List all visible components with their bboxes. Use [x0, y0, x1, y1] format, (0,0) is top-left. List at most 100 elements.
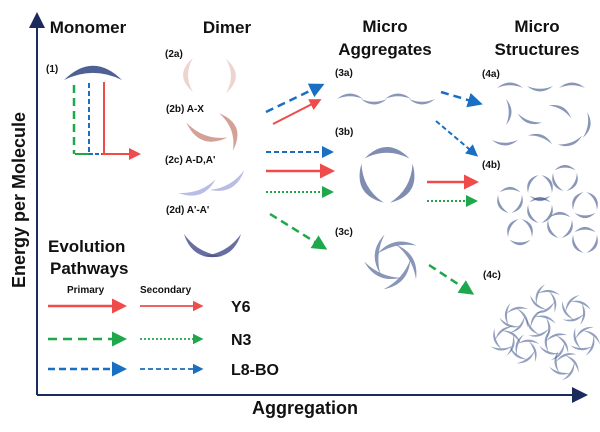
- arrow-l8bo-3a-to-4b: [435, 120, 479, 157]
- crescent-molecule: [219, 113, 238, 151]
- aggregate-3b-shape: [359, 146, 415, 203]
- crescent-molecule: [186, 122, 228, 142]
- micro-structures-title-1: Micro: [514, 17, 559, 36]
- tri-arm: [574, 212, 596, 219]
- crescent-molecule: [377, 241, 417, 254]
- label-2b: (2b) A-X: [166, 104, 204, 115]
- structure-4c-shape: [490, 284, 600, 381]
- crescent-molecule: [527, 133, 553, 145]
- crescent-molecule: [409, 99, 435, 105]
- crescent-molecule: [506, 334, 515, 356]
- crescent-molecule: [509, 346, 528, 360]
- crescent-molecule: [178, 179, 216, 196]
- tri-arm: [511, 194, 523, 213]
- crescent-molecule: [374, 234, 385, 275]
- crescent-molecule: [516, 350, 535, 364]
- crescent-molecule: [562, 314, 584, 322]
- label-4a: (4a): [482, 69, 500, 80]
- dimer-2d-shape: [183, 234, 242, 258]
- crescent-molecule: [544, 330, 550, 353]
- crescent-molecule: [565, 294, 580, 312]
- dimer-2a-shape: [183, 58, 236, 93]
- crescent-molecule: [515, 334, 524, 356]
- arrow-l8bo-2-to-3a: [265, 83, 325, 114]
- crescent-molecule: [526, 316, 540, 335]
- monomer-pathway-lines: [72, 82, 141, 160]
- tri-arm: [390, 163, 415, 203]
- crescent-molecule: [548, 105, 572, 119]
- micro-aggregates-title-1: Micro: [362, 17, 407, 36]
- crescent-molecule: [509, 316, 525, 333]
- tri-arm: [364, 146, 410, 159]
- dimer-2c-shape: [178, 170, 245, 196]
- tri-arm: [552, 172, 564, 191]
- label-2d: (2d) A'-A': [166, 205, 209, 216]
- crescent-molecule: [570, 300, 591, 310]
- tri-arm: [547, 219, 559, 238]
- crescent-molecule: [555, 335, 569, 354]
- structure-4b-shape: [497, 164, 598, 253]
- crescent-molecule: [202, 234, 242, 258]
- tri-arm: [529, 196, 551, 203]
- crescent-molecule: [549, 366, 571, 375]
- label-2a: (2a): [165, 49, 183, 60]
- crescent-molecule: [499, 317, 520, 328]
- arrow-l8bo-3a-to-4a: [440, 90, 483, 108]
- tri-arm: [521, 219, 533, 238]
- crescent-molecule: [337, 93, 363, 99]
- crescent-molecule: [570, 345, 593, 351]
- tri-arm: [359, 163, 384, 203]
- crescent-molecule: [385, 93, 411, 99]
- crescent-molecule: [559, 82, 585, 88]
- aggregate-3c-shape: [364, 234, 417, 290]
- tri-arm: [541, 204, 553, 223]
- crescent-molecule: [226, 59, 236, 93]
- tri-arm: [572, 192, 584, 211]
- legend-title-2: Pathways: [50, 259, 128, 278]
- tri-arm: [566, 172, 578, 191]
- crescent-molecule: [554, 350, 560, 373]
- crescent-molecule: [528, 328, 550, 337]
- monomer-crescent: [64, 65, 122, 80]
- tri-arm: [509, 239, 531, 246]
- tri-arm: [561, 219, 573, 238]
- arrow-y6-2-to-3a: [272, 99, 322, 125]
- legend-secondary-header: Secondary: [140, 285, 192, 296]
- crescent-molecule: [495, 326, 513, 340]
- crescent-molecule: [209, 170, 245, 191]
- crescent-molecule: [364, 261, 401, 279]
- crescent-molecule: [585, 335, 595, 356]
- aggregate-3a-shape: [337, 93, 435, 105]
- crescent-molecule: [546, 317, 551, 340]
- crescent-molecule: [582, 112, 591, 138]
- crescent-molecule: [517, 113, 543, 125]
- tri-arm: [572, 234, 584, 253]
- legend-title-1: Evolution: [48, 237, 125, 256]
- tri-arm: [586, 234, 598, 253]
- label-4b: (4b): [482, 160, 500, 171]
- label-3a: (3a): [335, 68, 353, 79]
- crescent-molecule: [565, 355, 579, 373]
- crescent-molecule: [183, 58, 193, 92]
- crescent-molecule: [555, 353, 577, 362]
- molecule-shapes: [64, 58, 600, 381]
- crescent-molecule: [517, 339, 540, 345]
- micro-aggregates-title-2: Aggregates: [338, 40, 432, 59]
- crescent-molecule: [361, 99, 387, 105]
- crescent-molecule: [538, 289, 560, 296]
- crescent-molecule: [497, 82, 523, 88]
- crescent-molecule: [573, 327, 582, 349]
- crescent-molecule: [549, 291, 557, 313]
- label-3c: (3c): [335, 227, 353, 238]
- crescent-molecule: [546, 333, 568, 342]
- pathway-arrows: [265, 83, 483, 295]
- legend-n3-label: N3: [231, 332, 252, 349]
- crescent-molecule: [504, 302, 511, 325]
- legend: Evolution Pathways Primary Secondary Y6 …: [48, 237, 279, 379]
- label-4c: (4c): [483, 270, 501, 281]
- crescent-molecule: [580, 302, 586, 325]
- legend-l8bo-label: L8-BO: [231, 362, 279, 379]
- micro-structures-title-2: Structures: [494, 40, 579, 59]
- crescent-molecule: [506, 99, 512, 125]
